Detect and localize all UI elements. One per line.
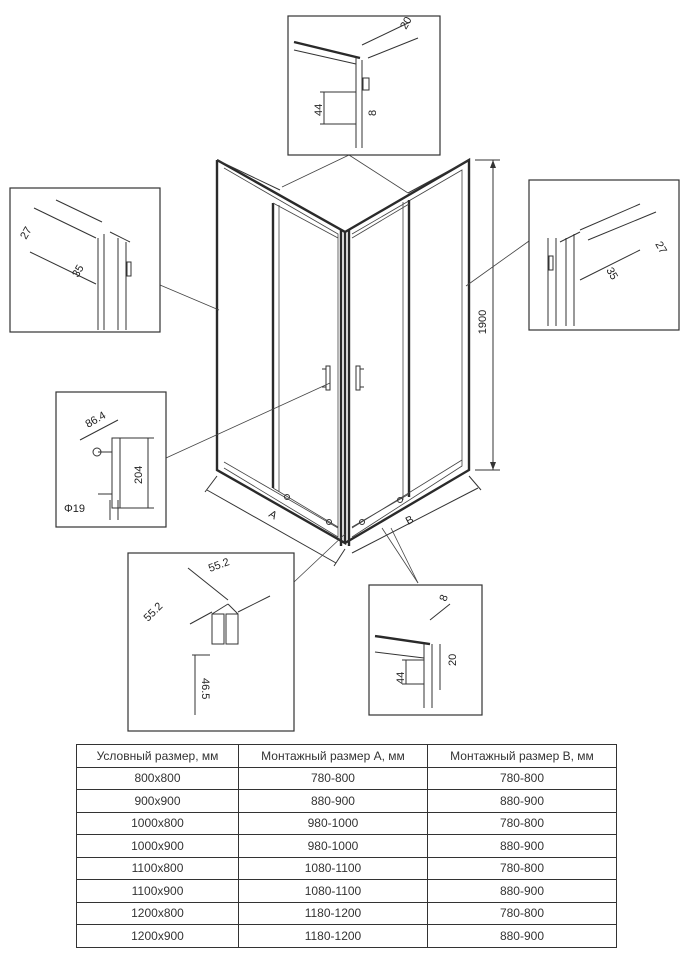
svg-text:55.2: 55.2 xyxy=(207,556,231,575)
width-a-label: A xyxy=(267,508,280,522)
table-cell: 1080-1100 xyxy=(237,879,428,903)
svg-text:8: 8 xyxy=(438,593,451,603)
svg-text:35: 35 xyxy=(70,263,87,280)
table-cell: 1200x800 xyxy=(76,901,239,925)
column-header: Монтажный размер B, мм xyxy=(426,744,618,768)
table-cell: 880-900 xyxy=(426,924,618,948)
table-row: 1000x900 980-1000 880-900 xyxy=(76,834,618,858)
table-cell: 1180-1200 xyxy=(237,924,428,948)
table-header-row: Условный размер, мм Монтажный размер A, … xyxy=(76,744,618,768)
table-cell: 780-800 xyxy=(237,766,428,790)
height-dimension: 1900 xyxy=(475,159,500,471)
svg-text:20: 20 xyxy=(447,654,459,666)
table-cell: 880-900 xyxy=(426,879,618,903)
table-row: 1000x800 980-1000 780-800 xyxy=(76,811,618,835)
height-label: 1900 xyxy=(477,310,489,334)
svg-text:204: 204 xyxy=(133,466,145,484)
handle-detail: 86.4 204 Φ19 xyxy=(55,391,167,528)
svg-text:44: 44 xyxy=(395,672,407,684)
column-header: Условный размер, мм xyxy=(76,744,239,768)
svg-text:55.2: 55.2 xyxy=(142,600,166,624)
table-cell: 1180-1200 xyxy=(237,901,428,925)
column-header: Монтажный размер A, мм xyxy=(237,744,428,768)
right-panel-frame xyxy=(344,157,471,545)
table-cell: 1200x900 xyxy=(76,924,239,948)
table-cell: 880-900 xyxy=(237,789,428,813)
table-cell: 780-800 xyxy=(426,901,618,925)
top-profile-detail: 20 44 8 xyxy=(287,15,441,156)
svg-text:46.5: 46.5 xyxy=(199,678,211,699)
table-cell: 980-1000 xyxy=(237,811,428,835)
table-row: 1200x900 1180-1200 880-900 xyxy=(76,924,618,948)
table-row: 800x800 780-800 780-800 xyxy=(76,766,618,790)
table-cell: 780-800 xyxy=(426,811,618,835)
bottom-profile-detail: 8 44 20 xyxy=(368,584,483,716)
left-door-handle xyxy=(325,365,331,391)
table-cell: 980-1000 xyxy=(237,834,428,858)
table-row: 1100x900 1080-1100 880-900 xyxy=(76,879,618,903)
left-panel-frame xyxy=(215,158,347,546)
svg-text:8: 8 xyxy=(367,110,379,116)
svg-text:27: 27 xyxy=(652,240,669,257)
right-door-handle xyxy=(355,365,361,391)
svg-text:35: 35 xyxy=(603,266,620,283)
table-cell: 1000x800 xyxy=(76,811,239,835)
table-cell: 900x900 xyxy=(76,789,239,813)
enclosure-isometric xyxy=(215,157,471,546)
table-cell: 1100x900 xyxy=(76,879,239,903)
table-cell: 780-800 xyxy=(426,766,618,790)
shower-enclosure-drawing: 1900 A B 20 44 8 xyxy=(9,15,680,732)
table-cell: 780-800 xyxy=(426,856,618,880)
table-cell: 880-900 xyxy=(426,834,618,858)
svg-text:20: 20 xyxy=(398,15,415,32)
left-profile-detail: 27 35 xyxy=(9,187,161,333)
table-row: 1200x800 1180-1200 780-800 xyxy=(76,901,618,925)
table-row: 900x900 880-900 880-900 xyxy=(76,789,618,813)
table-row: 1100x800 1080-1100 780-800 xyxy=(76,856,618,880)
svg-text:27: 27 xyxy=(18,225,35,242)
size-table: Условный размер, мм Монтажный размер A, … xyxy=(76,744,618,948)
svg-text:Φ19: Φ19 xyxy=(64,503,85,515)
corner-detail: 55.2 55.2 46.5 xyxy=(127,552,295,732)
table-cell: 800x800 xyxy=(76,766,239,790)
leader-lines xyxy=(159,154,530,584)
svg-text:44: 44 xyxy=(313,104,325,116)
table-cell: 880-900 xyxy=(426,789,618,813)
table-cell: 1000x900 xyxy=(76,834,239,858)
right-profile-detail: 27 35 xyxy=(528,179,680,331)
table-cell: 1100x800 xyxy=(76,856,239,880)
table-cell: 1080-1100 xyxy=(237,856,428,880)
